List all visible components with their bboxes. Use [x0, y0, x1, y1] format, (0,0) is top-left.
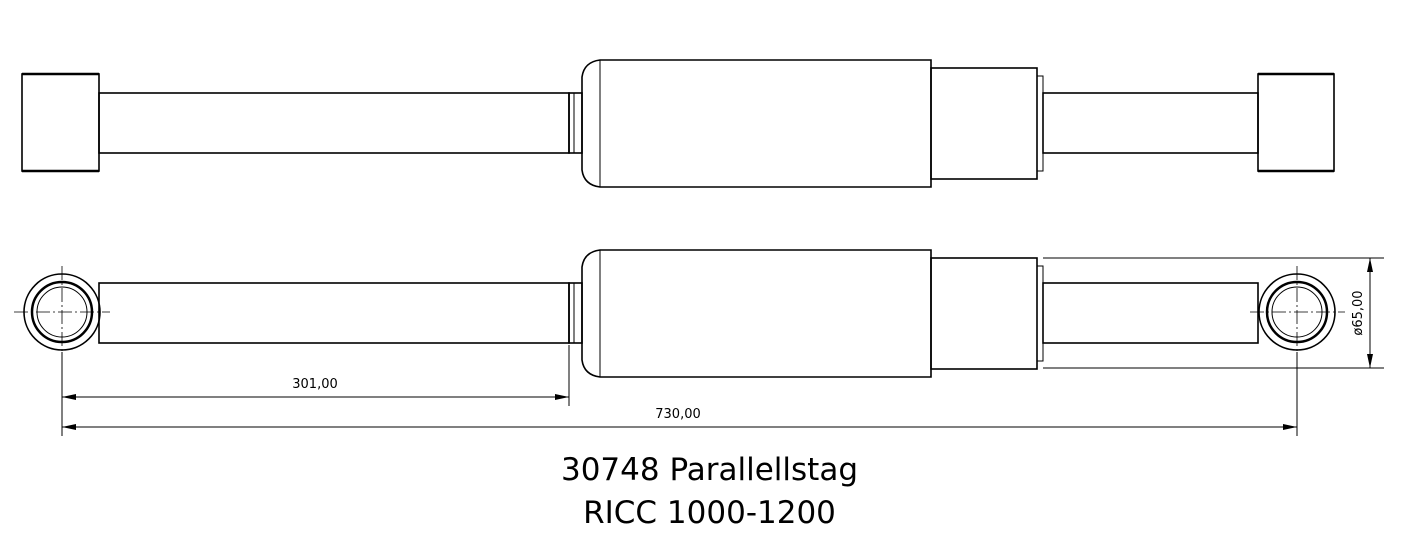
side-view	[14, 249, 1345, 378]
drawing-title-line-1: 30748 Parallellstag	[560, 452, 858, 488]
side-left-rod	[98, 282, 570, 344]
top-view	[21, 59, 1335, 188]
top-collar	[568, 92, 583, 154]
side-right-rod	[1042, 282, 1259, 344]
dimension-diameter: ø65,00	[1043, 257, 1384, 369]
top-left-end-block	[21, 73, 100, 172]
top-sleeve	[930, 67, 1038, 180]
top-right-end-block	[1257, 73, 1335, 172]
side-sleeve	[930, 257, 1038, 370]
dimension-total-length: 730,00	[62, 407, 1297, 430]
top-left-rod	[98, 92, 570, 154]
dim-diameter-label: ø65,00	[1351, 290, 1366, 335]
dimensions: 301,00 730,00 ø65,00	[61, 257, 1384, 436]
left-eye	[14, 266, 110, 358]
top-right-rod	[1042, 92, 1259, 154]
right-eye	[1250, 266, 1345, 358]
dimension-rod-length: 301,00	[62, 377, 569, 400]
top-main-body	[581, 59, 932, 188]
dim-rod-length-label: 301,00	[292, 377, 338, 392]
side-main-body	[581, 249, 932, 378]
drawing-title-line-2: RICC 1000-1200	[583, 495, 836, 531]
dim-total-length-label: 730,00	[655, 407, 701, 422]
side-collar	[568, 282, 583, 344]
